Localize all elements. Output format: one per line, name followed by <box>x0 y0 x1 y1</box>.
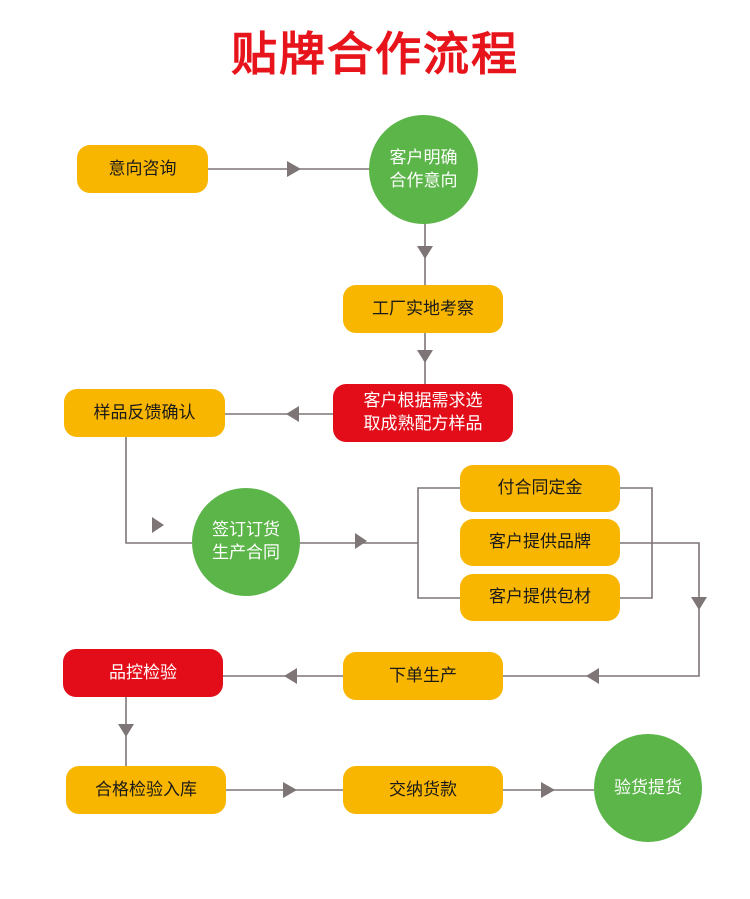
arrow-head <box>118 724 134 737</box>
step-provide-brand-label: 客户提供品牌 <box>489 532 591 552</box>
arrow-head <box>283 782 297 798</box>
page-title: 贴牌合作流程 <box>231 27 519 81</box>
step-clarify-intent-label: 客户明确 合作意向 <box>389 147 458 191</box>
step-pay-deposit-label: 付合同定金 <box>497 478 583 498</box>
arrow-head <box>152 517 164 533</box>
step-select-formula: 客户根据需求选 取成熟配方样品 <box>333 384 513 442</box>
arrow-head <box>287 161 301 177</box>
step-payment-label: 交纳货款 <box>389 779 457 800</box>
step-payment: 交纳货款 <box>343 766 503 814</box>
step-factory-visit: 工厂实地考察 <box>343 285 503 333</box>
step-pickup: 验货提货 <box>594 734 702 842</box>
step-pickup-label: 验货提货 <box>614 777 682 798</box>
step-clarify-intent: 客户明确 合作意向 <box>369 115 478 224</box>
step-provide-brand: 客户提供品牌 <box>460 519 620 566</box>
step-production-label: 下单生产 <box>389 665 457 686</box>
arrow-head <box>417 350 433 363</box>
arrow-head <box>691 597 707 610</box>
step-warehousing-label: 合格检验入库 <box>95 779 197 800</box>
step-provide-packaging: 客户提供包材 <box>460 574 620 621</box>
arrow-head <box>355 533 367 549</box>
arrow-head <box>541 782 555 798</box>
arrow-head <box>417 246 433 259</box>
step-warehousing: 合格检验入库 <box>66 766 226 814</box>
step-production: 下单生产 <box>343 652 503 700</box>
step-sample-feedback-label: 样品反馈确认 <box>93 402 196 423</box>
arrow-head <box>286 406 299 422</box>
step-qc-inspection: 品控检验 <box>63 649 223 697</box>
arrow-head <box>586 668 599 684</box>
step-select-formula-label: 客户根据需求选 取成熟配方样品 <box>363 391 483 434</box>
step-sign-contract-label: 签订订货 生产合同 <box>212 520 280 563</box>
step-qc-inspection-label: 品控检验 <box>109 662 177 683</box>
step-inquiry-label: 意向咨询 <box>108 158 177 179</box>
step-pay-deposit: 付合同定金 <box>460 465 620 512</box>
step-provide-packaging-label: 客户提供包材 <box>489 587 591 607</box>
step-factory-visit-label: 工厂实地考察 <box>372 298 474 319</box>
arrow-head <box>284 668 297 684</box>
step-sample-feedback: 样品反馈确认 <box>64 389 225 437</box>
step-inquiry: 意向咨询 <box>77 145 208 193</box>
step-sign-contract: 签订订货 生产合同 <box>192 488 300 596</box>
